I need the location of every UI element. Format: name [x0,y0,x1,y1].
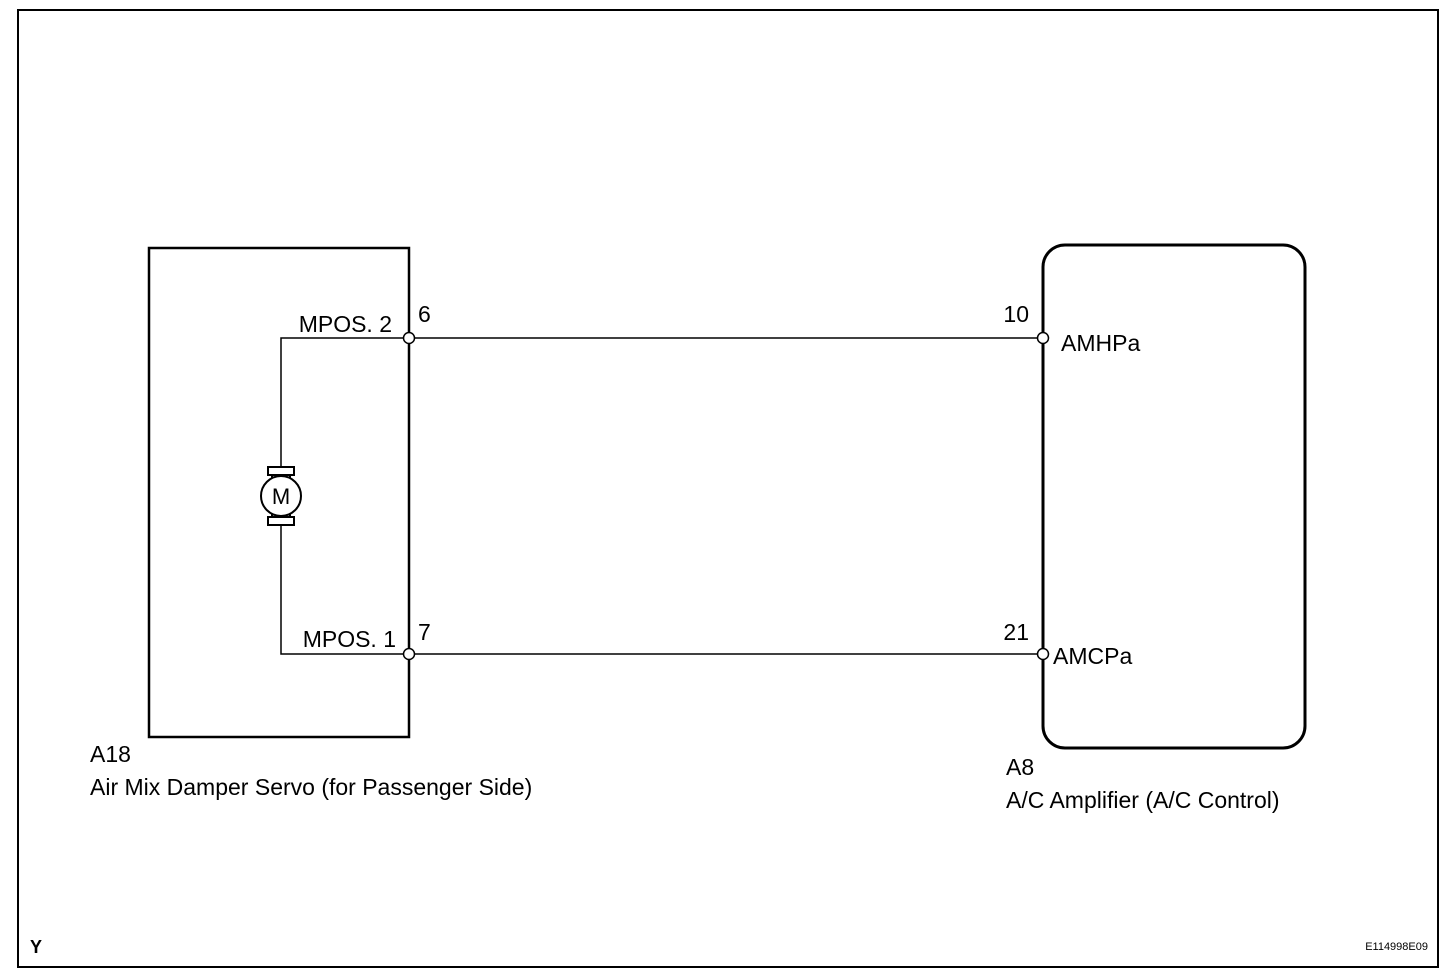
amp-pin-number-10: 10 [1003,301,1029,327]
terminal-amp-pin-10 [1036,331,1050,345]
diagram-frame [17,9,1439,968]
servo-internal-wire-bottom [280,525,409,655]
terminal-servo-pin-7 [402,647,416,661]
servo-terminal-label-mpos1: MPOS. 1 [303,626,396,652]
servo-terminal-label-mpos2: MPOS. 2 [299,311,392,337]
motor-symbol: M [260,466,302,526]
corner-letter: Y [30,937,42,957]
amplifier-box [1041,243,1307,750]
amplifier-code: A8 [1006,754,1034,780]
servo-pin-number-7: 7 [418,619,431,645]
servo-name: Air Mix Damper Servo (for Passenger Side… [90,774,532,800]
amp-terminal-label-amcpa: AMCPa [1053,643,1132,669]
servo-box [147,246,411,739]
amp-terminal-label-amhpa: AMHPa [1061,330,1140,356]
motor-letter: M [272,484,290,509]
figure-code: E114998E09 [1365,941,1428,953]
servo-internal-wire-top [280,337,409,467]
terminal-servo-pin-6 [402,331,416,345]
amplifier-name: A/C Amplifier (A/C Control) [1006,787,1280,813]
servo-code: A18 [90,741,131,767]
amp-pin-number-21: 21 [1003,619,1029,645]
terminal-amp-pin-21 [1036,647,1050,661]
servo-pin-number-6: 6 [418,301,431,327]
